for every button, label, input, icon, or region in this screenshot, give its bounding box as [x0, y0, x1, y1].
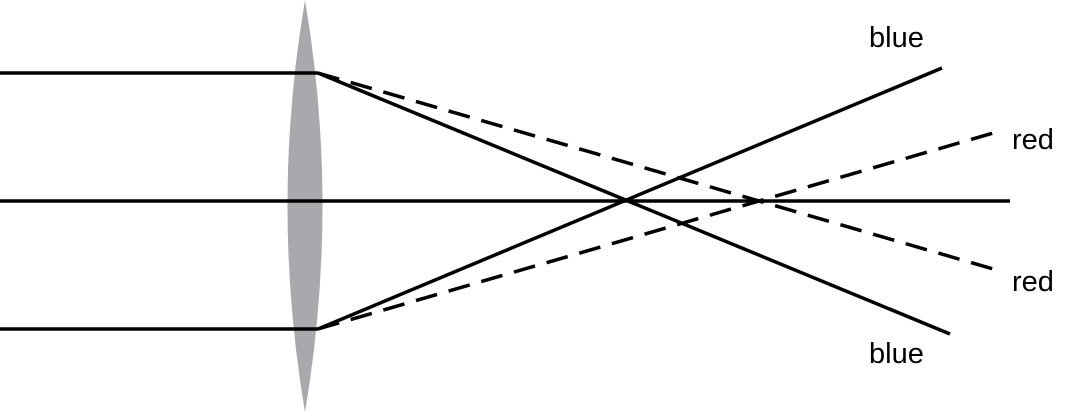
- red-ray-from-top: [317, 71, 1001, 273]
- label-red-bottom: red: [1012, 266, 1054, 298]
- lens: [287, 0, 323, 412]
- label-red-top: red: [1012, 124, 1054, 156]
- label-blue-top: blue: [869, 22, 924, 54]
- red-ray-from-bottom: [317, 129, 1001, 331]
- label-blue-bottom: blue: [869, 338, 924, 370]
- blue-ray-from-bottom: [317, 66, 943, 331]
- blue-ray-from-top: [317, 71, 951, 336]
